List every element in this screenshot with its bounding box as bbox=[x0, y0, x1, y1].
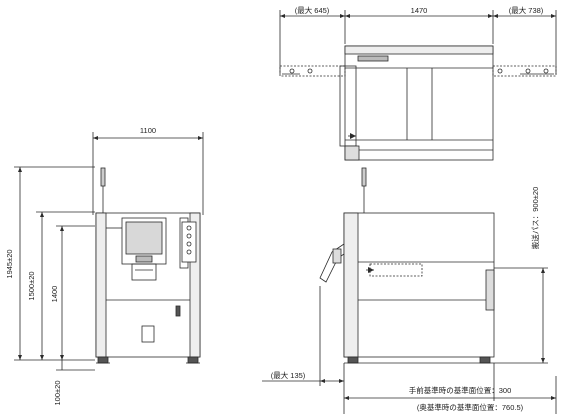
top-dimension-line bbox=[279, 10, 557, 74]
dim-front-body-height: 1500±20 bbox=[27, 271, 36, 300]
dim-side-conveyor-height: 搬送パス：900±20 bbox=[530, 187, 540, 249]
dim-ref-front: 手前基準時の基準面位置：300 bbox=[409, 385, 512, 395]
dim-top-right-max: (最大 738) bbox=[509, 5, 544, 15]
dim-top-width: 1470 bbox=[411, 6, 428, 15]
side-bottom-dimension bbox=[262, 286, 345, 386]
side-signal-tower bbox=[361, 167, 367, 213]
dim-side-bottom-max: (最大 135) bbox=[271, 370, 306, 380]
front-view-body bbox=[95, 212, 201, 364]
dim-front-total-height: 1945±20 bbox=[5, 249, 14, 278]
side-conveyor-dimension bbox=[494, 267, 548, 364]
front-view bbox=[14, 132, 204, 371]
top-view-body bbox=[279, 45, 557, 161]
dim-front-foot-height: 100±20 bbox=[53, 381, 62, 406]
dim-ref-back: (奥基準時の基準面位置：760.5) bbox=[417, 402, 524, 412]
reference-plane-dimensions bbox=[343, 363, 557, 414]
front-width-dimension bbox=[92, 132, 204, 215]
dim-top-left-max: (最大 645) bbox=[295, 5, 330, 15]
front-height-dimensions bbox=[14, 166, 95, 371]
side-view-body bbox=[319, 212, 495, 364]
top-view bbox=[279, 10, 557, 161]
side-view bbox=[262, 167, 557, 414]
dim-front-width: 1100 bbox=[140, 126, 156, 135]
signal-tower bbox=[100, 167, 106, 213]
dim-front-panel-height: 1400 bbox=[50, 286, 59, 303]
